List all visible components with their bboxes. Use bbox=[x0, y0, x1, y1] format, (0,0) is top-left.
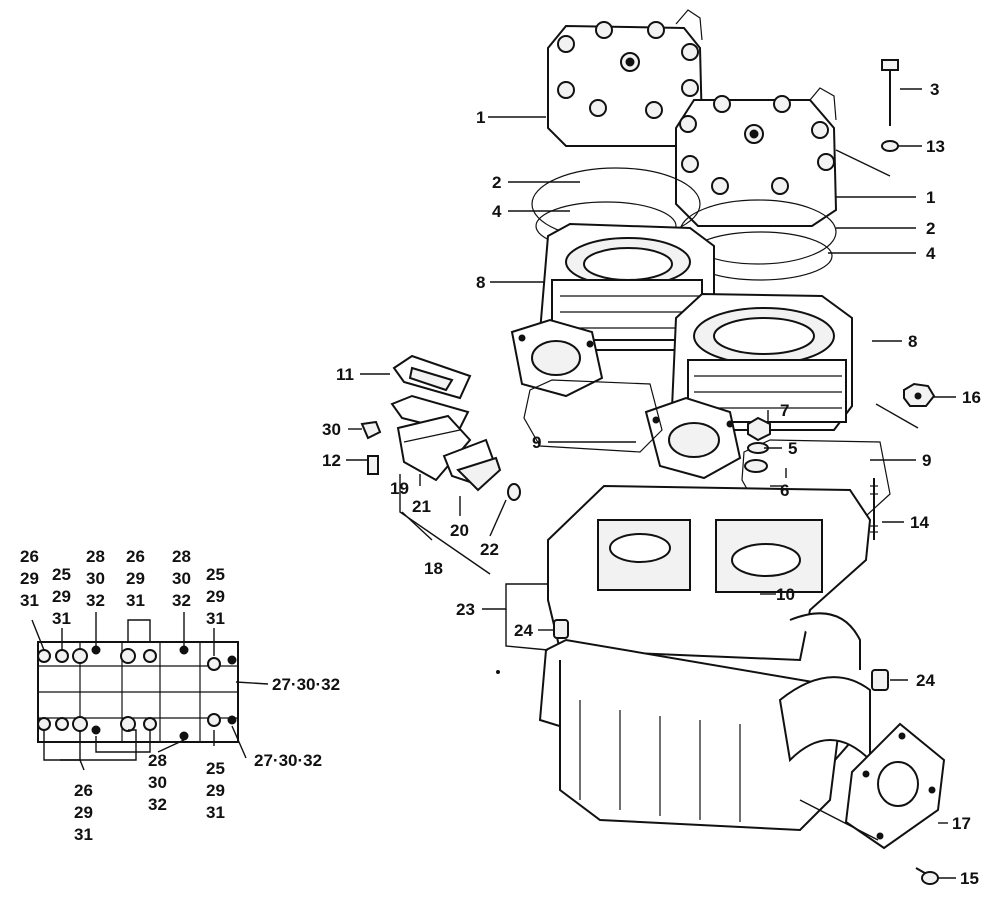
inset-label: 31 bbox=[74, 825, 93, 844]
inset-label-right-bottom: 27·30·32 bbox=[254, 751, 322, 770]
inset-label: 25 bbox=[206, 565, 225, 584]
callout-15: 15 bbox=[960, 869, 979, 888]
cover-plate bbox=[844, 722, 946, 850]
leader-lines bbox=[346, 88, 956, 879]
crankcase bbox=[538, 484, 872, 832]
callout-12: 12 bbox=[322, 451, 341, 470]
callout-8: 8 bbox=[908, 332, 917, 351]
inset-label: 26 bbox=[126, 547, 145, 566]
inset-bottom-labels: 25 29 31 26 29 31 28 30 32 bbox=[74, 751, 225, 844]
callout-4: 4 bbox=[492, 202, 502, 221]
inset-label: 31 bbox=[52, 609, 71, 628]
inset-label: 31 bbox=[206, 609, 225, 628]
callout-23: 23 bbox=[456, 600, 475, 619]
callout-18: 18 bbox=[424, 559, 443, 578]
inset-label: 31 bbox=[206, 803, 225, 822]
callout-7: 7 bbox=[780, 401, 789, 420]
inset-label: 29 bbox=[206, 587, 225, 606]
stud-bolt bbox=[870, 478, 878, 540]
callout-11: 11 bbox=[336, 365, 354, 384]
callout-13: 13 bbox=[926, 137, 945, 156]
callout-21: 21 bbox=[412, 497, 431, 516]
callout-9: 9 bbox=[532, 433, 541, 452]
callout-2: 2 bbox=[492, 173, 501, 192]
callout-5: 5 bbox=[788, 439, 797, 458]
bolt-pattern-inset bbox=[31, 612, 269, 771]
inset-label: 32 bbox=[148, 795, 167, 814]
inset-label: 26 bbox=[20, 547, 39, 566]
callout-6: 6 bbox=[780, 481, 789, 500]
inset-label: 25 bbox=[52, 565, 71, 584]
inset-label: 29 bbox=[206, 781, 225, 800]
callout-1: 1 bbox=[926, 188, 935, 207]
inset-label: 29 bbox=[126, 569, 145, 588]
inset-label: 31 bbox=[20, 591, 39, 610]
inset-label: 30 bbox=[172, 569, 191, 588]
callout-14: 14 bbox=[910, 513, 929, 532]
inset-label: 30 bbox=[148, 773, 167, 792]
inset-label: 28 bbox=[148, 751, 167, 770]
inset-label-right-top: 27·30·32 bbox=[272, 675, 340, 694]
reed-valve-assembly bbox=[360, 354, 521, 501]
callout-30: 30 bbox=[322, 420, 341, 439]
inset-label: 32 bbox=[86, 591, 105, 610]
inset-label: 32 bbox=[172, 591, 191, 610]
callout-labels: 1 1 2 2 3 4 4 5 6 7 8 8 9 9 10 11 12 13 … bbox=[322, 80, 981, 888]
speck bbox=[496, 670, 500, 674]
callout-22: 22 bbox=[480, 540, 499, 559]
callout-3: 3 bbox=[930, 80, 939, 99]
cylinder-front bbox=[644, 292, 853, 480]
cylinder-head-front bbox=[675, 87, 838, 227]
cylinder-head-rear bbox=[547, 9, 704, 147]
callout-20: 20 bbox=[450, 521, 469, 540]
cylinder-stud-nut bbox=[744, 416, 771, 473]
callout-8: 8 bbox=[476, 273, 485, 292]
inset-label: 29 bbox=[74, 803, 93, 822]
inset-label: 25 bbox=[206, 759, 225, 778]
inset-top-labels: 26 29 31 25 29 31 28 30 32 26 29 31 28 3… bbox=[20, 547, 225, 628]
callout-16: 16 bbox=[962, 388, 981, 407]
inset-label: 28 bbox=[86, 547, 105, 566]
dowel-pins bbox=[553, 619, 889, 691]
callout-24: 24 bbox=[916, 671, 935, 690]
inset-label: 29 bbox=[20, 569, 39, 588]
callout-1: 1 bbox=[476, 108, 485, 127]
base-gaskets bbox=[523, 379, 891, 517]
inset-label: 30 bbox=[86, 569, 105, 588]
flange-nut bbox=[903, 382, 936, 407]
callout-4: 4 bbox=[926, 244, 936, 263]
cover-screw bbox=[915, 867, 939, 885]
inset-label: 28 bbox=[172, 547, 191, 566]
head-bolt bbox=[881, 59, 899, 152]
callout-17: 17 bbox=[952, 814, 971, 833]
callout-9: 9 bbox=[922, 451, 931, 470]
callout-10: 10 bbox=[776, 585, 795, 604]
inset-label: 31 bbox=[126, 591, 145, 610]
callout-19: 19 bbox=[390, 479, 409, 498]
inset-label: 26 bbox=[74, 781, 93, 800]
callout-24: 24 bbox=[514, 621, 533, 640]
inset-label: 29 bbox=[52, 587, 71, 606]
callout-2: 2 bbox=[926, 219, 935, 238]
